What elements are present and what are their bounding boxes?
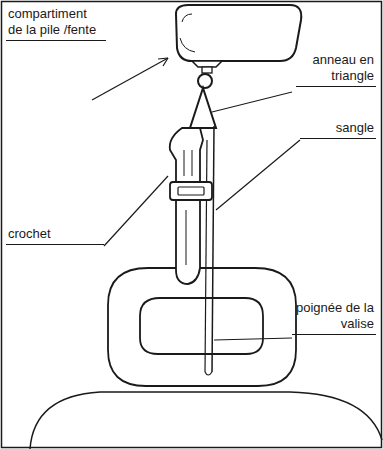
suitcase-handle-label: poignée de la valise bbox=[292, 300, 376, 335]
hook-label: crochet bbox=[6, 226, 104, 245]
strap-label: sangle bbox=[300, 120, 376, 139]
triangle-ring-label: anneau en triangle bbox=[296, 52, 376, 87]
battery-slot-label: compartiment de la pile /fente bbox=[6, 6, 106, 41]
